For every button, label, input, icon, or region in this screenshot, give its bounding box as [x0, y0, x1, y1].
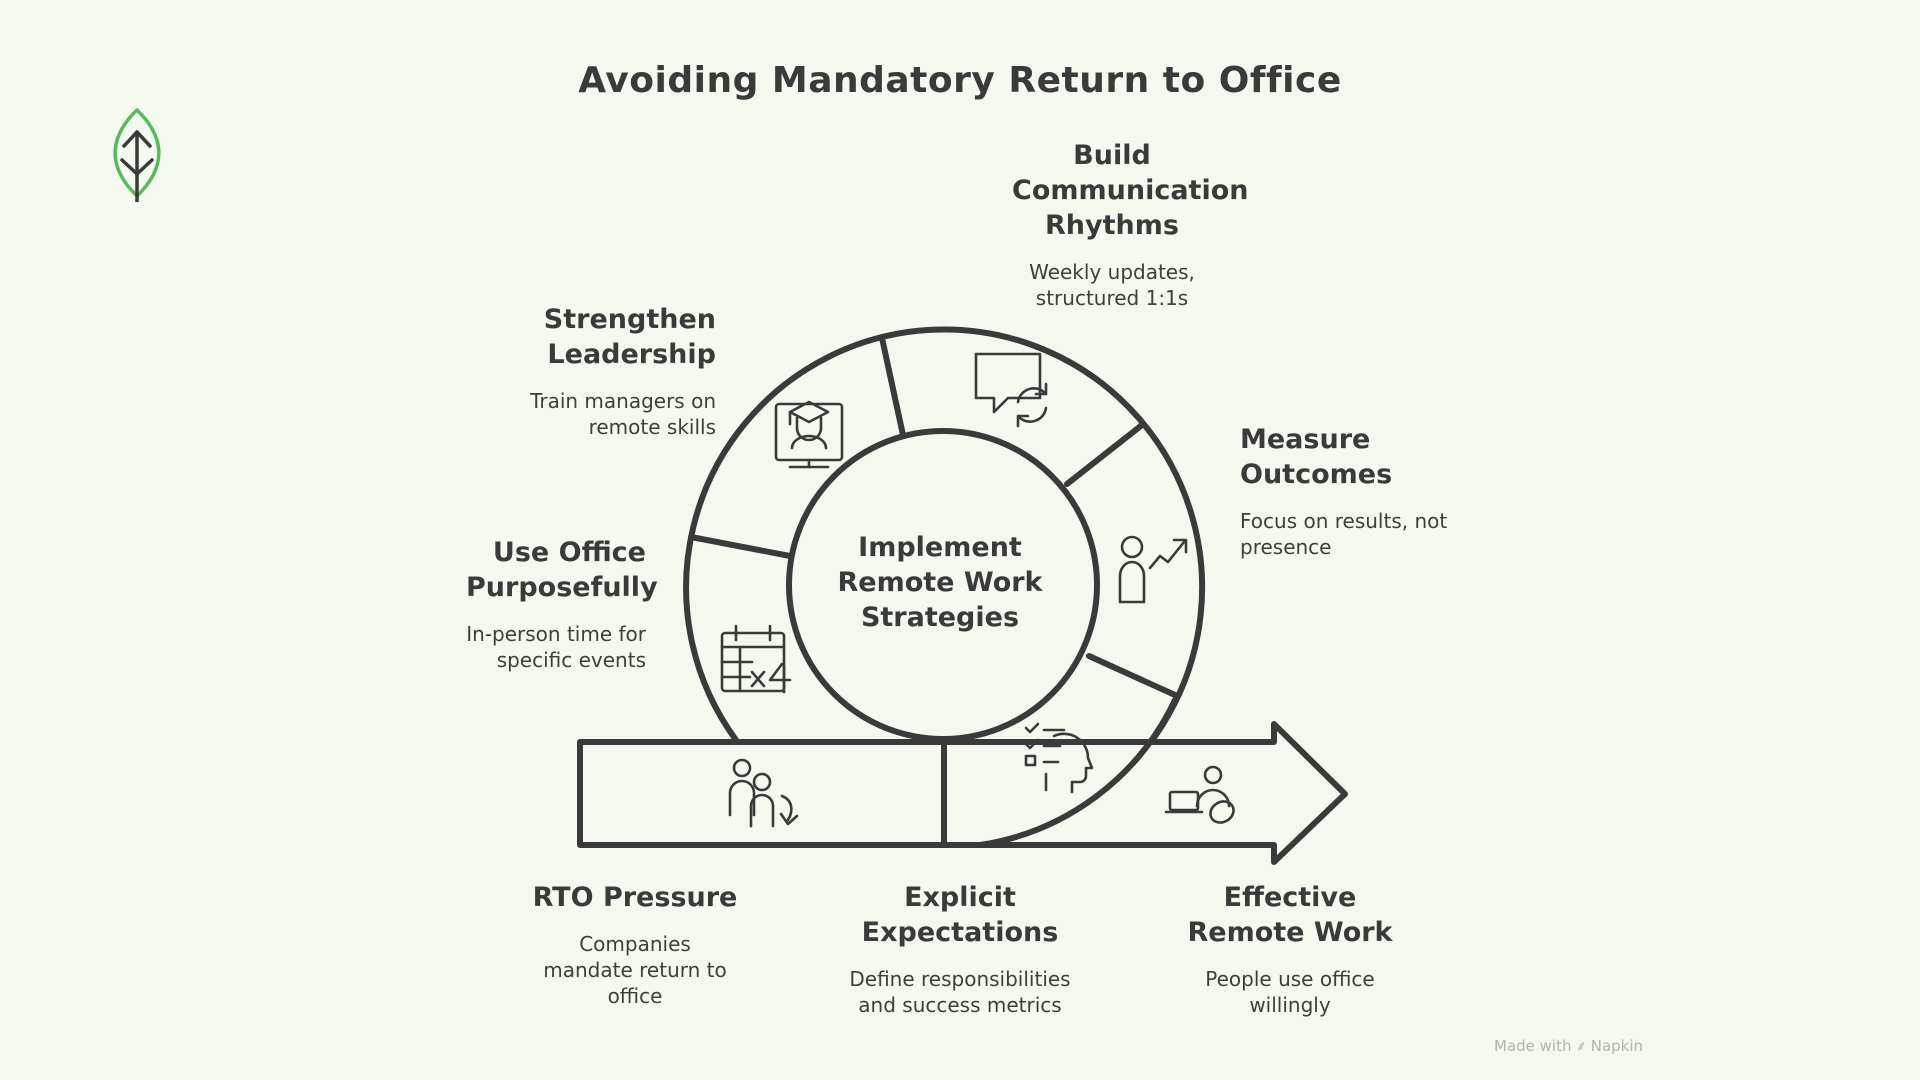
checklist-head-icon — [1024, 722, 1094, 794]
step-explicit-expectations: Explicit Expectations Define responsibil… — [849, 882, 1071, 1017]
center-label: Implement Remote Work Strategies — [837, 532, 1043, 633]
people-pressure-icon — [728, 758, 799, 828]
person-growth-icon — [1118, 535, 1188, 604]
step-rto-pressure: RTO Pressure Companies mandate return to… — [532, 882, 738, 1008]
remote-worker-icon — [1164, 765, 1235, 824]
step-measure-outcomes: Measure Outcomes Focus on results, not p… — [1240, 424, 1448, 559]
step-effective-remote-work: Effective Remote Work People use office … — [1187, 882, 1393, 1017]
graduate-monitor-icon — [774, 400, 844, 469]
diagram-title: Avoiding Mandatory Return to Office — [578, 60, 1342, 101]
leaf-logo-icon — [113, 108, 161, 202]
progress-arrow — [577, 721, 1348, 865]
made-with-credit: Made with⸙Napkin — [1494, 1037, 1644, 1055]
step-build-communication-rhythms: Build Communication Rhythms Weekly updat… — [1012, 140, 1249, 310]
calendar-x4-icon — [720, 624, 792, 694]
step-use-office-purposefully: Use Office Purposefully In-person time f… — [466, 537, 658, 672]
napkin-mark-icon: ⸙ — [1575, 1037, 1587, 1055]
chat-refresh-icon — [974, 352, 1048, 428]
step-strengthen-leadership: Strengthen Leadership Train managers on … — [530, 304, 716, 439]
